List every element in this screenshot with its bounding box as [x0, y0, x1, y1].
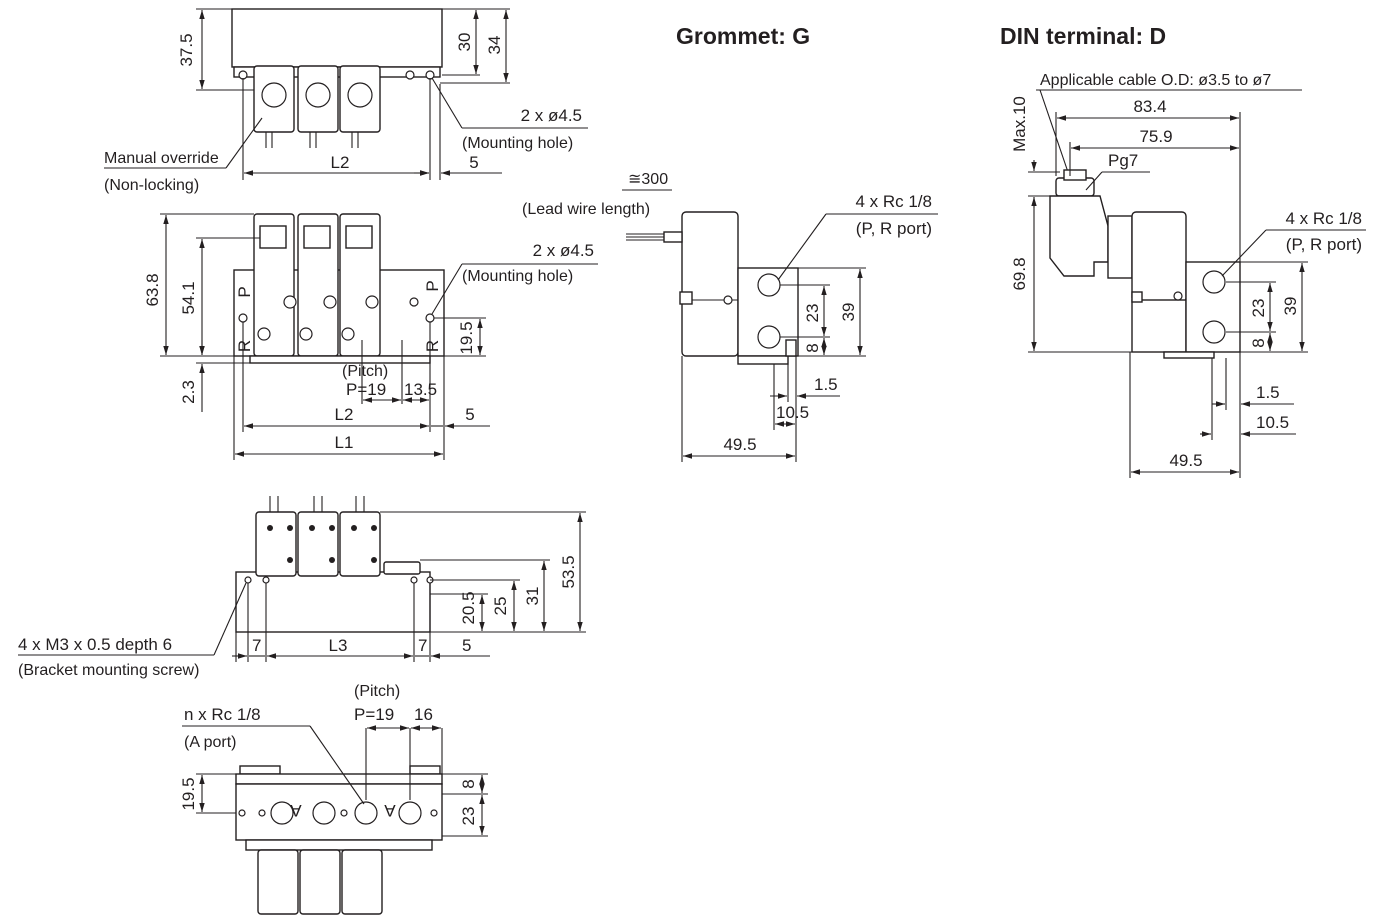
dim-30: 30 [455, 33, 474, 52]
dim-53-5: 53.5 [559, 555, 578, 588]
bracket-screw-note: (Bracket mounting screw) [18, 662, 199, 679]
dim-25: 25 [491, 597, 510, 616]
non-locking-label: (Non-locking) [104, 177, 199, 194]
din-dim-49-5: 49.5 [1169, 451, 1202, 470]
a-port-size: n x Rc 1/8 [184, 705, 261, 724]
lead-wire-label: (Lead wire length) [522, 201, 650, 218]
din-port-size: 4 x Rc 1/8 [1285, 209, 1362, 228]
grommet-port-label: (P, R port) [856, 219, 932, 238]
mounting-hole-size-front: 2 x ø4.5 [533, 241, 594, 260]
mounting-hole-label-front: (Mounting hole) [462, 268, 573, 285]
dim-7-right: 7 [418, 636, 427, 655]
dim-5-front: 5 [465, 405, 474, 424]
port-P-right: P [423, 280, 442, 291]
manual-override-label: Manual override [104, 150, 219, 167]
dim-7-left: 7 [252, 636, 261, 655]
top-view: 37.5 30 34 2 x ø4.5 (Mounting hole) Manu… [104, 8, 588, 194]
port-R-left: R [235, 340, 254, 352]
dim-54-1: 54.1 [179, 281, 198, 314]
dim-23-bottom: 23 [459, 807, 478, 826]
din-port-label: (P, R port) [1286, 235, 1362, 254]
dim-16: 16 [414, 705, 433, 724]
dim-37-5: 37.5 [177, 33, 196, 66]
lead-wire-length: ≅300 [628, 171, 668, 188]
dim-31: 31 [523, 587, 542, 606]
a-port-label: (A port) [184, 734, 236, 751]
din-pg7: Pg7 [1108, 151, 1138, 170]
din-dim-23: 23 [1249, 299, 1268, 318]
din-title: DIN terminal: D [1000, 23, 1166, 49]
din-dim-8: 8 [1249, 338, 1268, 347]
din-dim-10-5: 10.5 [1256, 413, 1289, 432]
dim-19-5-bottom: 19.5 [179, 777, 198, 810]
dim-13-5: 13.5 [404, 380, 437, 399]
side-view: 53.5 31 25 20.5 7 L3 7 5 4 x M3 x 0.5 de… [18, 496, 586, 679]
port-A-1: A [290, 801, 302, 820]
pitch-value-front: P=19 [346, 380, 386, 399]
dim-19-5-front: 19.5 [457, 321, 476, 354]
grommet-view: Grommet: G ≅300 (Lead wire length) 4 x R… [522, 23, 938, 462]
dim-L2-top: L2 [331, 153, 350, 172]
grommet-dim-49-5: 49.5 [723, 435, 756, 454]
port-R-right: R [423, 340, 442, 352]
grommet-dim-1-5: 1.5 [814, 375, 838, 394]
dim-L1: L1 [335, 433, 354, 452]
dim-5-top: 5 [469, 153, 478, 172]
dim-L3: L3 [329, 636, 348, 655]
dim-5-side: 5 [462, 636, 471, 655]
dim-L2-front: L2 [335, 405, 354, 424]
cable-od-label: Applicable cable O.D: ø3.5 to ø7 [1040, 72, 1271, 89]
bottom-view: A A 19.5 8 23 (Pitch) P=19 16 n x Rc 1/8… [179, 683, 488, 915]
grommet-title: Grommet: G [676, 23, 810, 49]
grommet-dim-10-5: 10.5 [776, 403, 809, 422]
dim-63-8: 63.8 [143, 273, 162, 306]
dim-34: 34 [485, 36, 504, 55]
front-view: P R P R 63.8 54.1 2.3 19.5 2 x ø4.5 (Mou… [143, 213, 598, 460]
grommet-dim-23: 23 [803, 304, 822, 323]
mounting-hole-label-top: (Mounting hole) [462, 135, 573, 152]
dim-2-3: 2.3 [179, 380, 198, 404]
grommet-port-size: 4 x Rc 1/8 [855, 192, 932, 211]
pitch-label-front: (Pitch) [342, 363, 388, 380]
mounting-hole-size-top: 2 x ø4.5 [521, 106, 582, 125]
din-terminal-view: DIN terminal: D Applicable cable O.D: ø3… [1000, 23, 1366, 478]
grommet-dim-39: 39 [839, 303, 858, 322]
bracket-screw-label: 4 x M3 x 0.5 depth 6 [18, 635, 172, 654]
port-P-left: P [235, 286, 254, 297]
dim-8-bottom: 8 [459, 779, 478, 788]
din-dim-39: 39 [1281, 297, 1300, 316]
dim-20-5: 20.5 [459, 591, 478, 624]
port-A-2: A [384, 801, 396, 820]
din-dim-75-9: 75.9 [1139, 127, 1172, 146]
din-max-10: Max.10 [1010, 96, 1029, 152]
pitch-label-bottom: (Pitch) [354, 683, 400, 700]
din-dim-1-5: 1.5 [1256, 383, 1280, 402]
din-dim-69-8: 69.8 [1010, 257, 1029, 290]
din-dim-83-4: 83.4 [1133, 97, 1166, 116]
grommet-dim-8: 8 [803, 343, 822, 352]
pitch-value-bottom: P=19 [354, 705, 394, 724]
